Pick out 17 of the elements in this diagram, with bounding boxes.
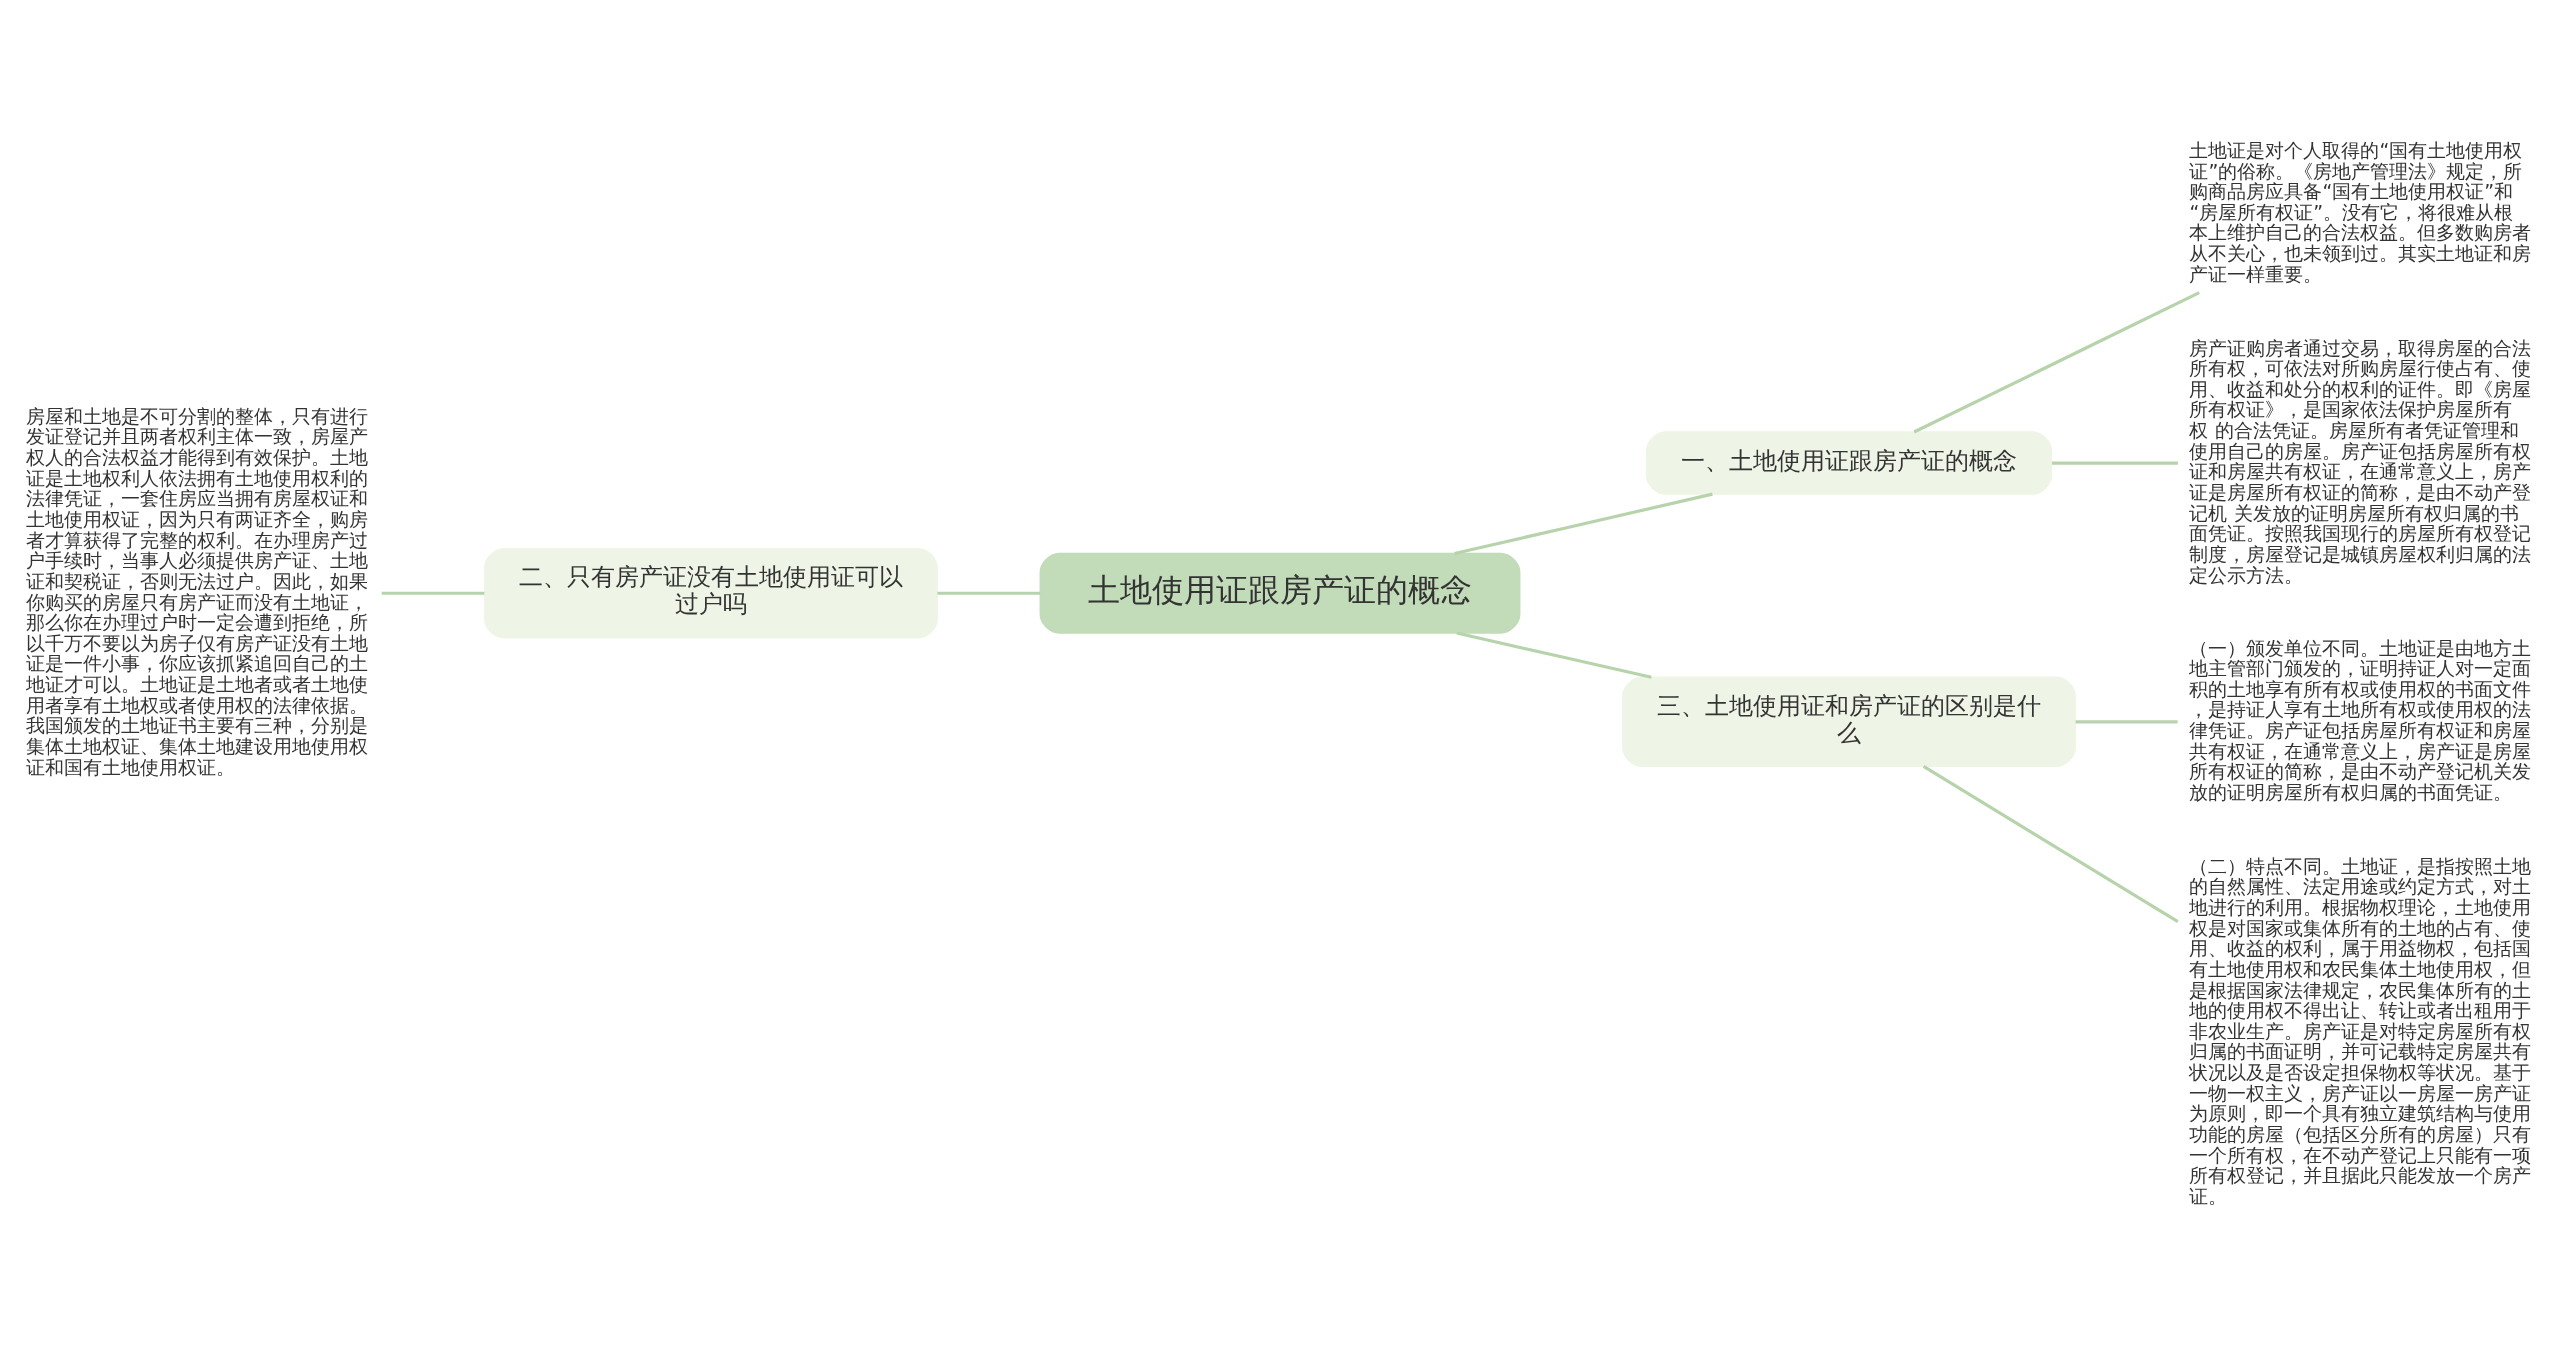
node-box: 一、土地使用证跟房产证的概念 bbox=[1645, 430, 2053, 495]
node-text: （一）颁发单位不同。土地证是由地方土地主管部门颁发的，证明持证人对一定面积的土地享有所有权或使用权的书面文件，是持证人享有土地所有权或使用权的法律凭证。房产证包括房屋所有权证和房屋共有权证，在通常意义上，房产证是房屋所有权证的简称，是由不动产登记机关发放的证明房屋所有权归属的书面凭证。 bbox=[2189, 636, 2532, 803]
node-text: 房产证购房者通过交易，取得房屋的合法所有权，可依法对所购房屋行使占有、使用、收益和处分的权利的证件。即《房屋所有权证》，是国家依法保护房屋所有权 的合法凭证。房屋所有者凭证管理和使用自己的房屋。房产证包括房屋所有权证和房屋共有权证，在通常意义上，房产证是房屋所有权证的简称，是由不动产登记机 关发放的证明房屋所有权归属的书面凭证。按照我国现行的房屋所有权登记制度，房屋登记是城镇房屋权利归属的法定公示方法。 bbox=[2189, 336, 2532, 586]
node-text: 土地证是对个人取得的“国有土地使用权证”的俗称。《房地产管理法》规定，所购商品房应具备“国有土地使用权证”和“房屋所有权证”。没有它，将很难从根本上维护自己的合法权益。但多数购房者从不关心，也未领到过。其实土地证和房产证一样重要。 bbox=[2189, 138, 2532, 285]
connector bbox=[1456, 631, 1652, 679]
node-box: 二、只有房产证没有土地使用证可以过户吗 bbox=[484, 547, 938, 638]
connector bbox=[1913, 290, 2200, 433]
connector bbox=[937, 591, 1041, 595]
node-box: 土地使用证跟房产证的概念 bbox=[1039, 552, 1521, 634]
connector bbox=[1454, 492, 1713, 555]
connector bbox=[381, 591, 485, 595]
node-box: 三、土地使用证和房产证的区别是什么 bbox=[1622, 676, 2076, 767]
node-text: 房屋和土地是不可分割的整体，只有进行发证登记并且两者权利主体一致，房屋产权人的合法权益才能得到有效保护。土地证是土地权利人依法拥有土地使用权利的法律凭证，一套住房应当拥有房屋权证和土地使用权证，因为只有两证齐全，购房者才算获得了完整的权利。在办理房产过户手续时，当事人必须提供房产证、土地证和契税证，否则无法过户。因此，如果你购买的房屋只有房产证而没有土地证，那么你在办理过户时一定会遭到拒绝，所以千万不要以为房子仅有房产证没有土地证是一件小事，你应该抓紧追回自己的土地证才可以。土地证是土地者或者土地使用者享有土地权或者使用权的法律依据。我国颁发的土地证书主要有三种，分别是集体土地权证、集体土地建设用地使用权证和国有土地使用权证。 bbox=[26, 404, 369, 778]
connector bbox=[2075, 719, 2178, 723]
connector bbox=[2051, 461, 2178, 465]
node-text: （二）特点不同。土地证，是指按照土地的自然属性、法定用途或约定方式，对土地进行的利用。根据物权理论，土地使用权是对国家或集体所有的土地的占有、使用、收益的权利，属于用益物权，包括国有土地使用权和农民集体土地使用权，但是根据国家法律规定，农民集体所有的土地的使用权不得出让、转让或者出租用于非农业生产。房产证是对特定房屋所有权归属的书面证明，并可记载特定房屋共有状况以及是否设定担保物权等状况。基于一物一权主义，房产证以一房屋一房产证为原则，即一个具有独立建筑结构与使用功能的房屋（包括区分所有的房屋）只有一个所有权，在不动产登记上只能有一项所有权登记，并且据此只能发放一个房产证。 bbox=[2189, 854, 2532, 1207]
connector bbox=[1922, 764, 2179, 923]
